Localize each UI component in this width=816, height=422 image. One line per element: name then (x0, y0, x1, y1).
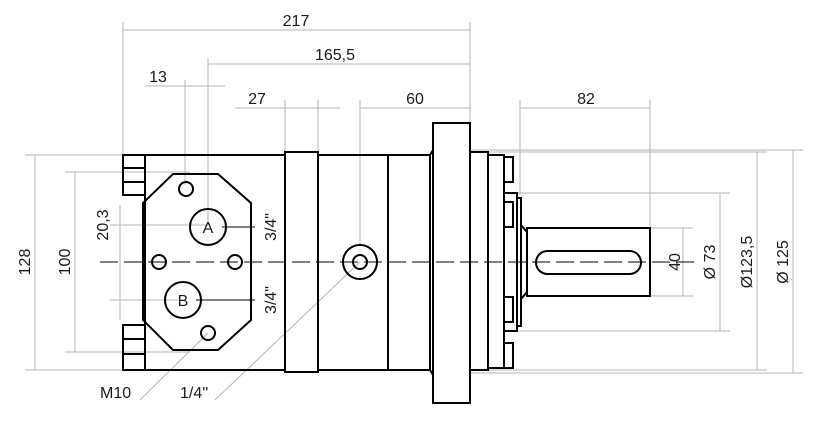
dim-20-3: 20,3 (95, 209, 112, 240)
dim-128: 128 (17, 249, 34, 276)
motor-body (100, 122, 700, 404)
dim-27: 27 (248, 91, 266, 108)
dim-d73: Ø 73 (702, 245, 719, 280)
dim-165-5: 165,5 (315, 47, 355, 64)
drain-port-callout: 1/4'' (180, 385, 208, 402)
bolt-head-top (122, 154, 146, 196)
port-plate (142, 173, 252, 351)
output-shaft (526, 227, 651, 297)
dim-40: 40 (667, 253, 684, 271)
dim-d125: Ø 125 (775, 240, 792, 284)
dim-60: 60 (406, 91, 424, 108)
port-a-label: A (203, 220, 214, 237)
port-b-size: 3/4" (263, 286, 280, 314)
dim-13: 13 (149, 69, 167, 86)
mounting-flange (432, 122, 471, 404)
dimension-lines (25, 22, 803, 401)
dim-82: 82 (577, 91, 595, 108)
dimension-labels: 217 165,5 13 27 60 82 128 100 20,3 40 Ø … (17, 13, 792, 402)
thread-callout: M10 (100, 385, 131, 402)
mounting-hole (178, 181, 194, 197)
port-b-label: B (178, 293, 189, 310)
mounting-hole (200, 325, 216, 341)
dim-217: 217 (283, 13, 310, 30)
dim-d123-5: Ø123,5 (739, 236, 756, 289)
port-a-size: 3/4" (263, 213, 280, 241)
dim-100: 100 (57, 249, 74, 276)
bolt-head-bottom (122, 324, 146, 371)
